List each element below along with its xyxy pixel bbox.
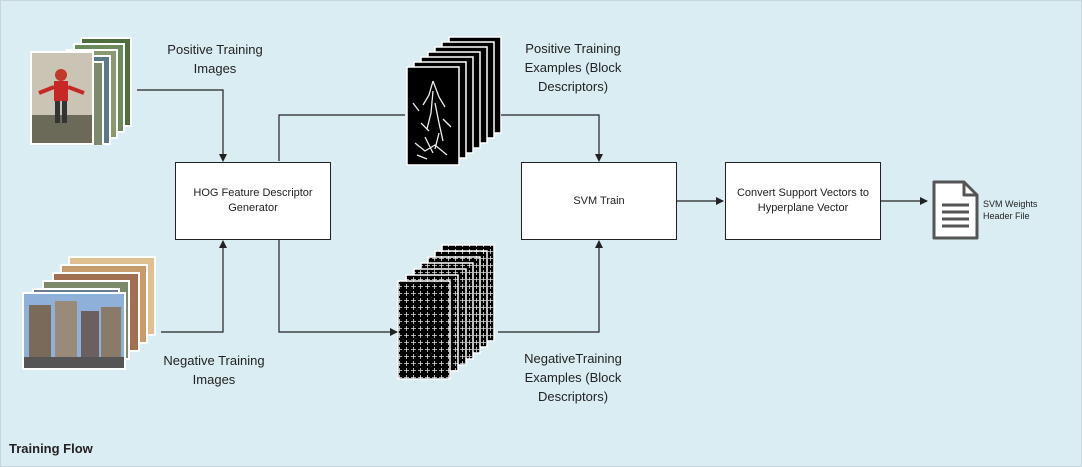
negative-descriptor-stack-icon [397, 244, 495, 380]
output-file-label: SVM Weights Header File [983, 199, 1038, 221]
diagram-title: Training Flow [9, 441, 93, 456]
negative-images-stack-icon [22, 256, 156, 370]
arrow-negative-images-to-hog [161, 240, 227, 333]
negative-images-label: Negative Training Images [163, 353, 265, 387]
positive-images-stack-icon [30, 37, 132, 145]
arrow-hog-to-negative-examples [278, 239, 398, 336]
hog-descriptor-label: HOG Feature Descriptor Generator [193, 187, 313, 214]
positive-descriptor-stack-icon [406, 36, 502, 166]
document-icon [932, 180, 979, 240]
convert-vectors-label: Convert Support Vectors to Hyperplane Ve… [736, 187, 870, 214]
negative-examples-label: NegativeTraining Examples (Block Descrip… [524, 351, 622, 404]
arrow-hog-to-positive-examples [278, 114, 405, 161]
hog-descriptor-node: HOG Feature Descriptor Generator [175, 162, 331, 240]
convert-vectors-node: Convert Support Vectors to Hyperplane Ve… [725, 162, 881, 240]
arrow-negative-examples-to-svm [498, 240, 603, 333]
arrow-positive-images-to-hog [137, 89, 227, 162]
svm-train-node: SVM Train [521, 162, 677, 240]
positive-images-label: Positive Training Images [167, 42, 263, 76]
positive-examples-label: Positive Training Examples (Block Descri… [524, 41, 622, 94]
arrow-positive-examples-to-svm [501, 114, 603, 162]
svm-train-label: SVM Train [573, 194, 625, 207]
